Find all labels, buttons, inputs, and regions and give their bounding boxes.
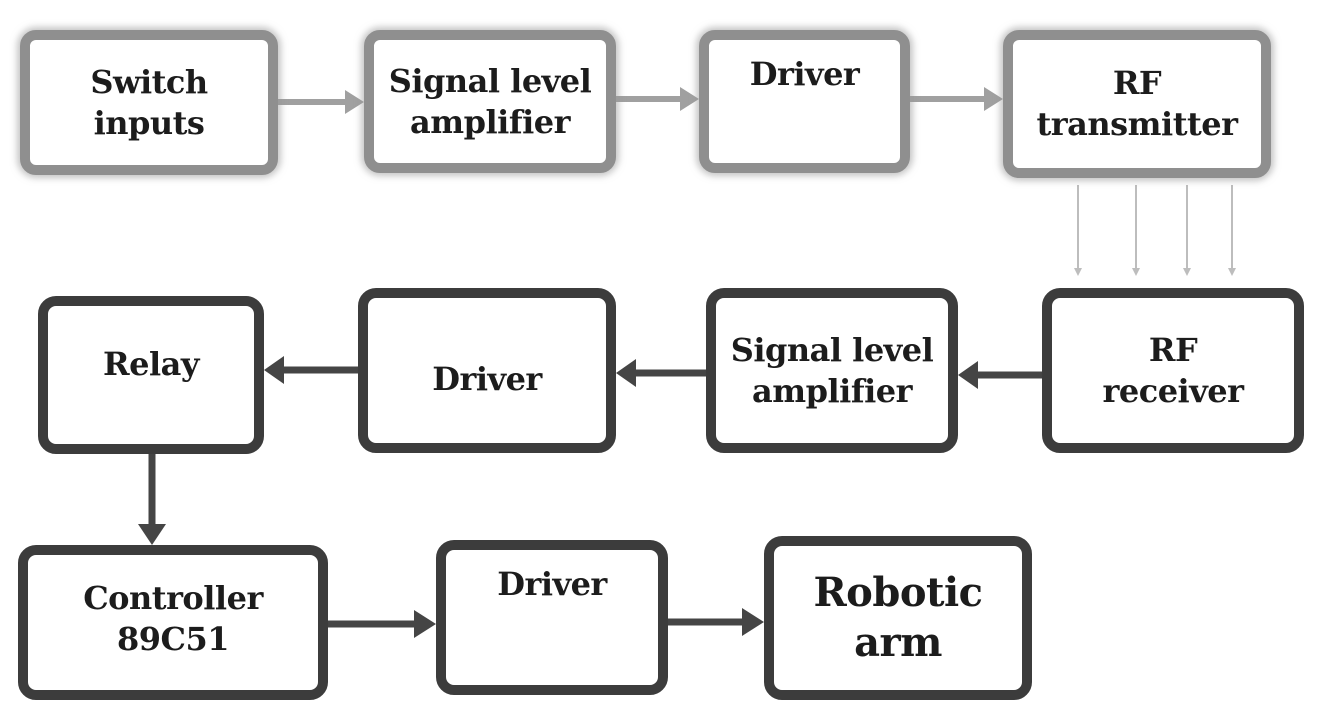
relay-block: Relay: [38, 296, 264, 454]
tx-signal-amplifier-label: Signal level amplifier: [388, 61, 592, 141]
arm-arrow-2: [668, 608, 764, 636]
rx-arrow-3: [264, 356, 358, 384]
tx-arrow-1: [278, 90, 364, 114]
arm-driver-label: Driver: [497, 565, 607, 603]
rx-driver-block: Driver: [358, 288, 616, 453]
rf-transmitter-label: RF transmitter: [1036, 64, 1238, 143]
tx-arrow-2: [616, 87, 699, 111]
arm-driver-block: Driver: [436, 540, 668, 695]
arm-arrow-1: [328, 610, 436, 638]
controller-block: Controller 89C51: [18, 545, 328, 700]
switch-inputs-block: Switch inputs: [20, 30, 278, 175]
rx-arrow-2: [616, 359, 706, 387]
rf-transmitter-block: RF transmitter: [1003, 30, 1271, 178]
rx-signal-amplifier-label: Signal level amplifier: [730, 330, 934, 410]
tx-driver-label: Driver: [749, 55, 860, 93]
rx-signal-amplifier-block: Signal level amplifier: [706, 288, 958, 453]
rf-receiver-label: RF receiver: [1102, 330, 1244, 410]
rf-receiver-block: RF receiver: [1042, 288, 1304, 453]
tx-signal-amplifier-block: Signal level amplifier: [364, 30, 616, 173]
rf-link-arrows: [1074, 185, 1236, 276]
rx-driver-label: Driver: [432, 360, 542, 399]
robotic-arm-label: Robotic arm: [813, 569, 983, 666]
rx-arrow-down: [138, 454, 166, 545]
controller-label: Controller 89C51: [83, 578, 263, 658]
rx-arrow-1: [958, 361, 1042, 389]
tx-arrow-3: [910, 87, 1003, 111]
robotic-arm-block: Robotic arm: [764, 536, 1032, 700]
switch-inputs-label: Switch inputs: [90, 62, 208, 142]
tx-driver-block: Driver: [699, 30, 910, 173]
relay-label: Relay: [103, 344, 199, 383]
